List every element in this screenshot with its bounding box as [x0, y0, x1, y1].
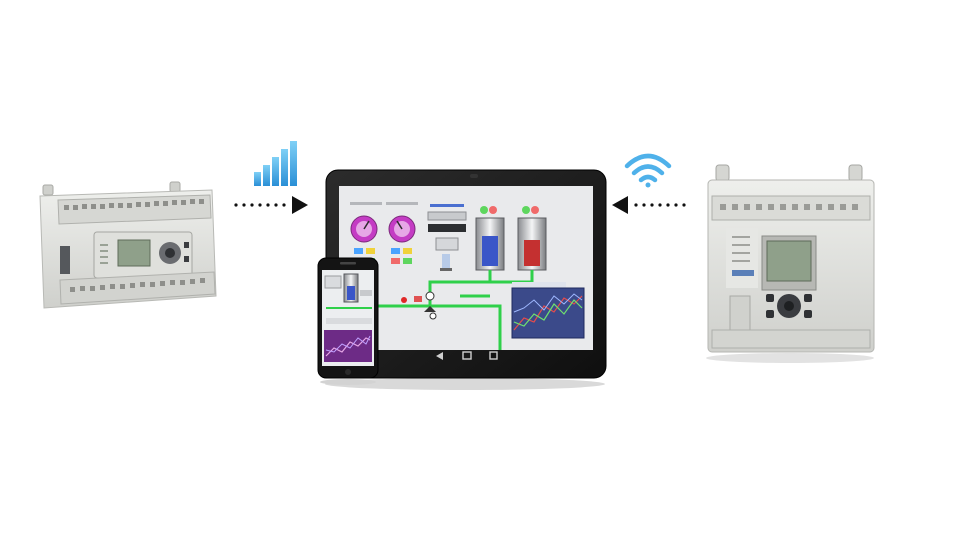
left-plc-lcd-screen — [118, 240, 150, 266]
left-plc-serial-port — [60, 246, 70, 274]
right-plc-controller — [706, 165, 874, 363]
left-plc-controller — [40, 182, 216, 308]
right-plc-lcd-screen — [767, 241, 811, 281]
arrow-right-icon — [234, 196, 308, 214]
hmi-trend-chart — [512, 282, 584, 338]
phone-trend-chart — [324, 330, 372, 362]
cellular-signal-bars-icon — [254, 141, 297, 186]
arrow-left-icon — [612, 196, 686, 214]
wifi-icon — [627, 156, 669, 188]
smartphone-device — [318, 258, 378, 385]
